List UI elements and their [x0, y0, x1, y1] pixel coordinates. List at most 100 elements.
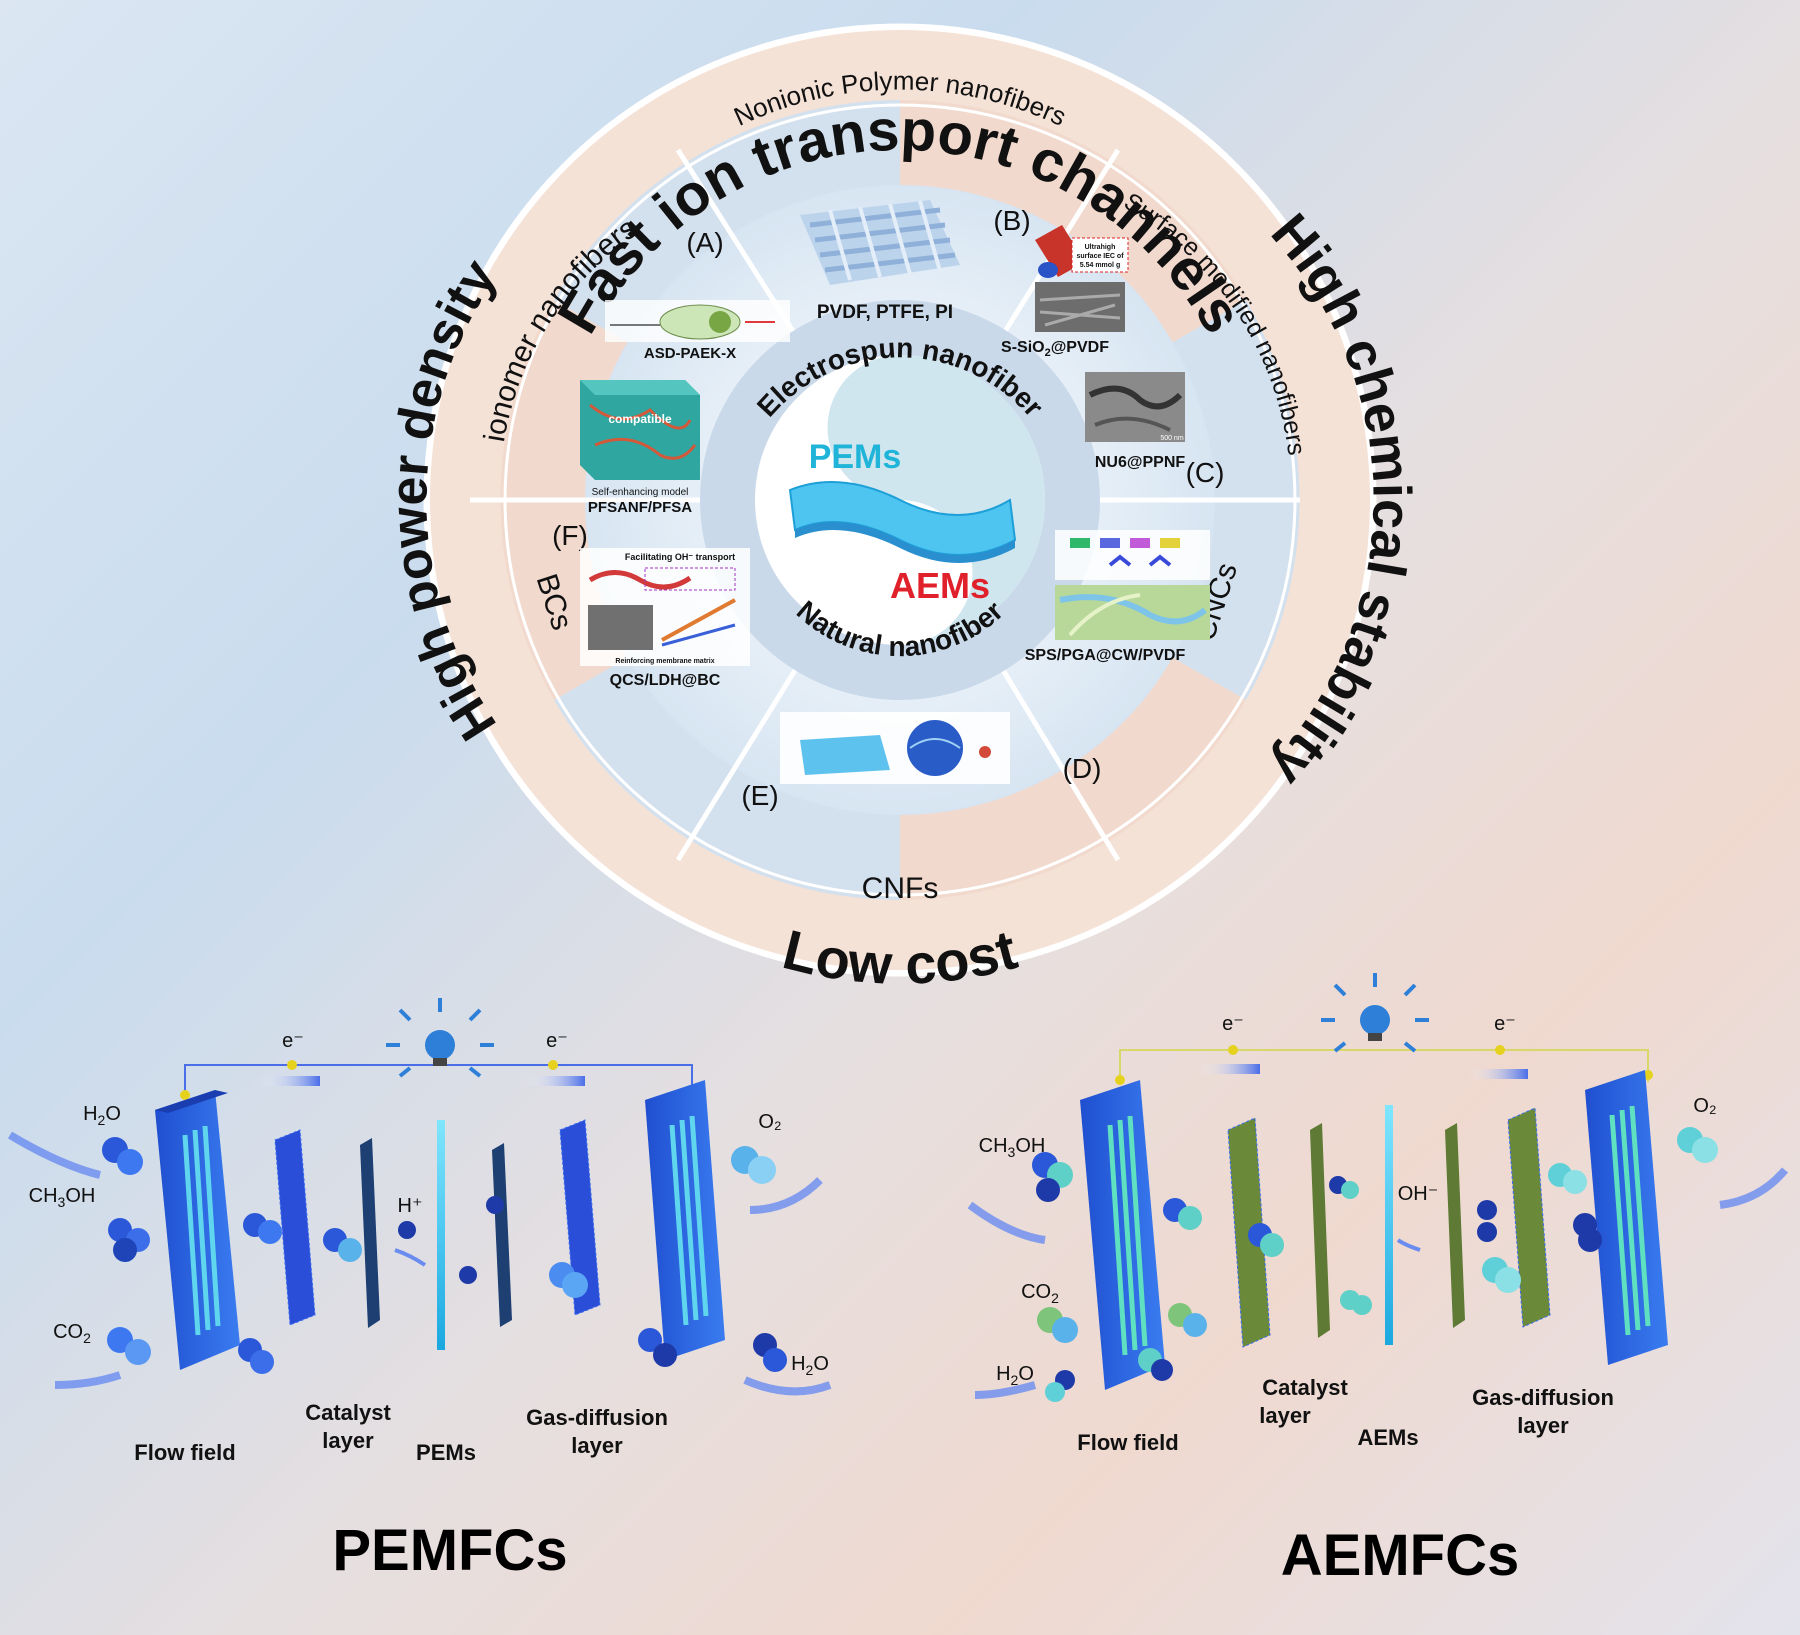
panel-c: Ultrahigh surface IEC of 5.54 mmol g S-S…	[1001, 225, 1224, 488]
pemfc-ch3oh-label: CH3OH	[29, 1185, 96, 1210]
panel-f-caption-2: Reinforcing membrane matrix	[615, 658, 714, 665]
iec-callout	[1071, 237, 1129, 273]
anode-flow-field-plate	[155, 1090, 240, 1370]
anode-catalyst-layer	[1310, 1123, 1330, 1338]
synthesis-scheme-icon	[1055, 530, 1210, 580]
panel-e-letter: (E)	[741, 780, 778, 811]
pemfc-gdl-label-2: layer	[571, 1433, 623, 1458]
sem-image-2	[1085, 372, 1185, 442]
electron-arrow-2	[1468, 1069, 1528, 1079]
compatible-label: compatible	[608, 412, 672, 426]
pemfc-gdl-label-1: Gas-diffusion	[526, 1405, 668, 1430]
panel-c-label-1: S-SiO2@PVDF	[1001, 339, 1109, 359]
cathode-flow-field-plate	[1585, 1070, 1668, 1365]
aemfc-catalyst-label-2: layer	[1259, 1403, 1311, 1428]
aemfc-flow-field-label: Flow field	[1077, 1430, 1178, 1455]
h2o-outflow-arrow	[743, 1376, 832, 1396]
electron-arrow-2	[525, 1076, 585, 1086]
pemfc-membrane-label: PEMs	[416, 1440, 476, 1465]
callout-line-3: 5.54 mmol g	[1080, 262, 1120, 269]
aemfc-ch3oh-label: CH3OH	[979, 1135, 1046, 1160]
pemfc-co2-label: CO2	[53, 1321, 91, 1346]
pemfc-molecules	[102, 1137, 787, 1374]
aemfc-diagram: e⁻ e⁻	[967, 973, 1789, 1588]
panel-d-label: SPS/PGA@CW/PVDF	[1025, 647, 1186, 664]
panel-c-letter: (C)	[1186, 457, 1225, 488]
panel-d-letter: (D)	[1063, 753, 1102, 784]
pemfc-h2o-out-label: H2O	[791, 1353, 829, 1378]
scale-bar-label: 500 nm	[1160, 435, 1184, 442]
pemfc-catalyst-label-1: Catalyst	[305, 1400, 391, 1425]
core-pems-label: PEMs	[809, 438, 902, 476]
membrane-sheet-icon	[788, 481, 1017, 563]
panel-f: (F) Facilitating OH⁻ transport Reinforci…	[552, 520, 750, 689]
pemfc-title: PEMFCs	[332, 1518, 567, 1583]
fiber-mesh-image	[1055, 585, 1210, 640]
aemfc-molecules	[1032, 1127, 1718, 1402]
cathode-catalyst-layer	[1445, 1123, 1465, 1328]
pemfc-hplus-label: H⁺	[398, 1195, 423, 1217]
hydroxide-arrow	[1396, 1238, 1421, 1252]
panel-a-letter: (A)	[686, 227, 723, 258]
electron-arrow-1	[1200, 1064, 1260, 1074]
aemfc-ohminus-label: OH⁻	[1398, 1183, 1439, 1205]
h2o-inflow-arrow	[7, 1131, 101, 1179]
h2o-outflow-arrow	[974, 1381, 1037, 1399]
ch3oh-inflow-arrow	[967, 1201, 1046, 1244]
panel-f-letter: (F)	[552, 520, 588, 551]
anode-flow-field-plate	[1080, 1080, 1165, 1390]
self-enhancing-label: Self-enhancing model	[592, 487, 689, 498]
panel-d: SPS/PGA@CW/PVDF (D)	[1025, 530, 1210, 784]
panel-f-label: QCS/LDH@BC	[610, 672, 721, 689]
pemfc-electron-2: e⁻	[546, 1030, 568, 1052]
electron-arrow-1	[260, 1076, 320, 1086]
panel-f-caption: Facilitating OH⁻ transport	[625, 552, 735, 562]
aemfc-membrane-label: AEMs	[1357, 1425, 1418, 1450]
pemfc-catalyst-label-2: layer	[322, 1428, 374, 1453]
aemfc-gdl-label-1: Gas-diffusion	[1472, 1385, 1614, 1410]
core-aems-label: AEMs	[890, 565, 990, 606]
callout-line-2: surface IEC of	[1076, 253, 1124, 260]
co2-outflow-arrow	[54, 1371, 122, 1389]
cathode-gdl	[559, 1119, 601, 1316]
proton-arrow	[394, 1248, 427, 1267]
woven-fiber-icon	[800, 200, 960, 285]
pemfc-electron-1: e⁻	[282, 1030, 304, 1052]
panel-a-label-1: ASD-PAEK-X	[644, 345, 736, 362]
electrospinning-icon	[605, 300, 790, 342]
panel-e: (E)	[741, 712, 1010, 811]
anode-catalyst-layer	[360, 1138, 380, 1328]
panel-b-letter: (B)	[993, 205, 1030, 236]
aemfc-o2-label: O₂	[1693, 1095, 1716, 1117]
panel-b: (B) PVDF, PTFE, PI	[800, 200, 1031, 323]
aem-membrane	[1385, 1105, 1393, 1345]
compatible-cube-icon	[580, 380, 700, 480]
aemfc-electron-2: e⁻	[1494, 1013, 1516, 1035]
cathode-catalyst-layer	[492, 1143, 512, 1327]
o2-inflow-arrow	[749, 1177, 823, 1214]
light-bulb-icon	[1321, 973, 1429, 1053]
aemfc-co2-label: CO2	[1021, 1281, 1059, 1306]
panel-a: (A) ASD-PAEK-X compatible Self-enhancing…	[580, 227, 790, 516]
aemfc-gdl-label-2: layer	[1517, 1413, 1569, 1438]
panel-a-label-2: PFSANF/PFSA	[588, 499, 692, 516]
cathode-flow-field-plate	[645, 1080, 725, 1360]
o2-inflow-arrow	[1719, 1167, 1789, 1209]
segment-e-label: CNFs	[862, 872, 939, 905]
pemfc-flow-field-label: Flow field	[134, 1440, 235, 1465]
light-bulb-icon	[386, 998, 494, 1078]
aemfc-title: AEMFCs	[1281, 1523, 1519, 1588]
callout-line-1: Ultrahigh	[1085, 244, 1116, 251]
cathode-gdl	[1507, 1107, 1551, 1328]
yin-yang	[827, 355, 1045, 645]
pemfc-diagram: e⁻ e⁻	[7, 998, 832, 1583]
panel-b-label: PVDF, PTFE, PI	[817, 302, 953, 323]
external-circuit	[1119, 1049, 1649, 1085]
pem-membrane	[437, 1120, 445, 1350]
aemfc-catalyst-label-1: Catalyst	[1262, 1375, 1348, 1400]
anode-gdl	[274, 1129, 316, 1326]
panel-c-label-2: NU6@PPNF	[1095, 454, 1186, 471]
circular-diagram: Fast ion transport channels High chemica…	[380, 23, 1422, 996]
pemfc-o2-label: O₂	[758, 1111, 781, 1133]
